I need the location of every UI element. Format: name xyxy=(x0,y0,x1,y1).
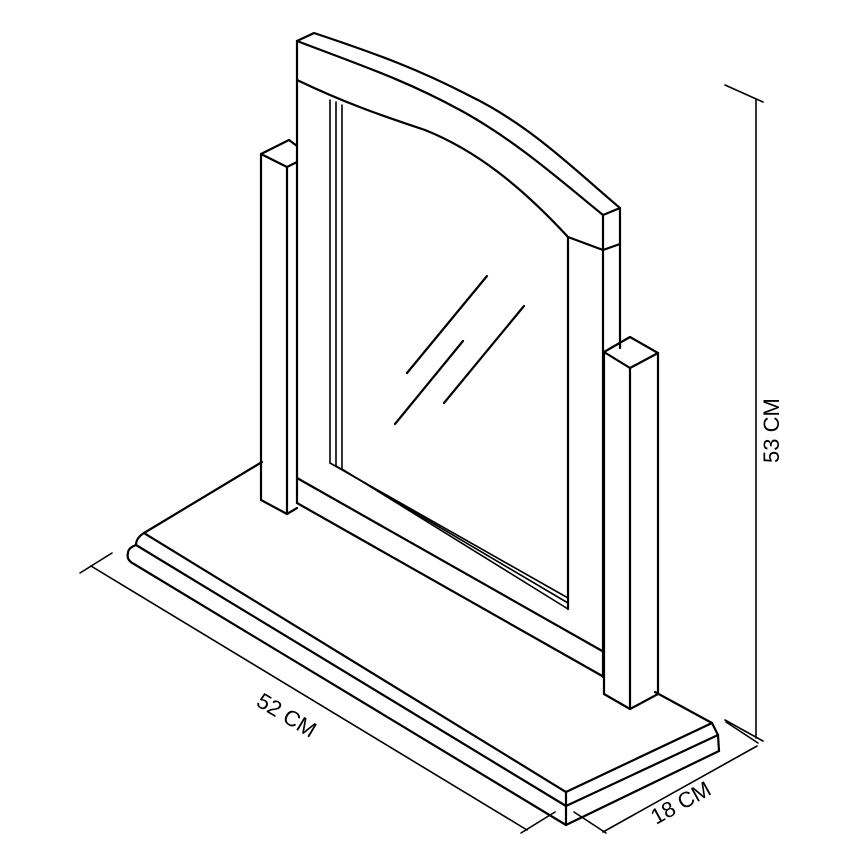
glass-reflection-lines xyxy=(393,274,526,426)
dimension-height: 53 CM xyxy=(724,84,784,742)
base xyxy=(126,460,721,827)
dimension-height-label: 53 CM xyxy=(759,398,784,463)
dimension-width: 52 CM xyxy=(79,552,556,834)
left-post xyxy=(259,138,299,516)
mirror-frame xyxy=(295,31,622,679)
dimension-depth-label: 18 CM xyxy=(646,776,715,829)
dimension-width-label: 52 CM xyxy=(252,688,320,743)
right-post xyxy=(602,335,660,711)
